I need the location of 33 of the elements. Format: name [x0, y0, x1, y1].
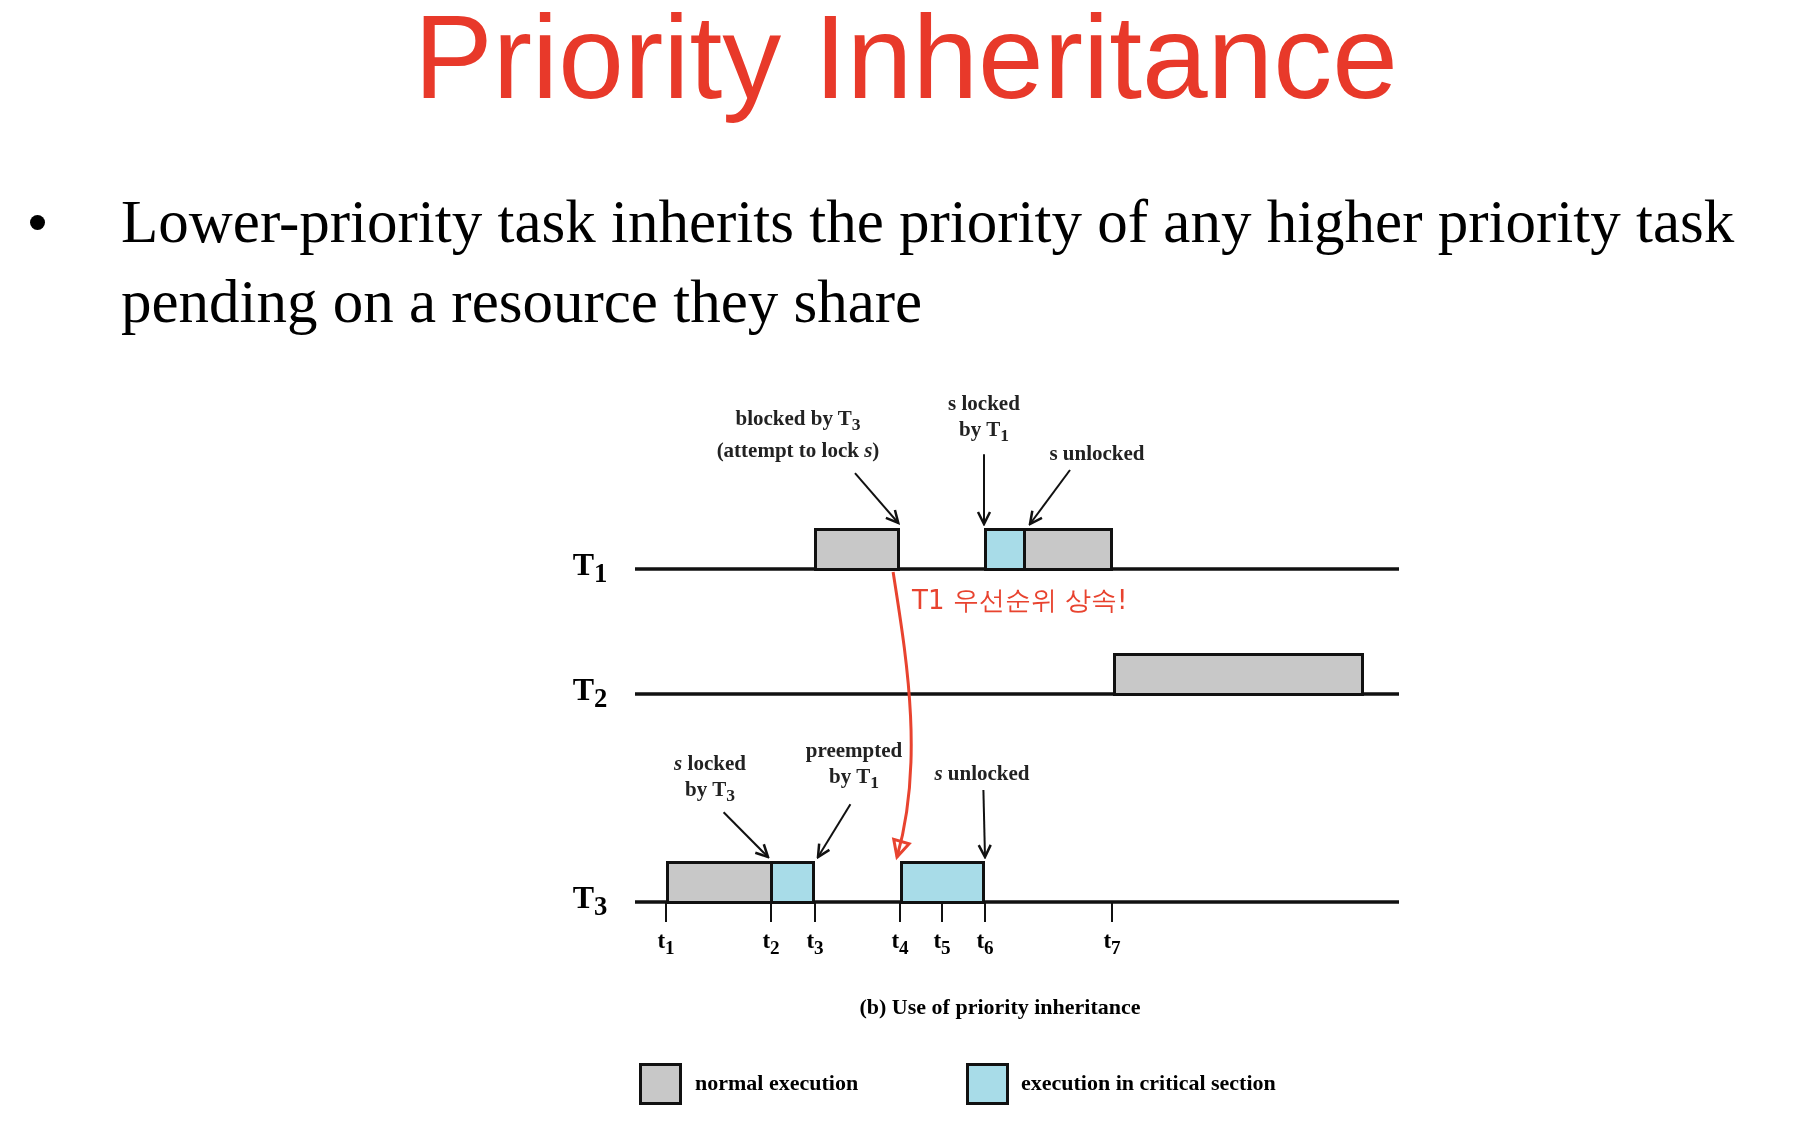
execution-bar — [814, 528, 900, 571]
critical-section-bar — [770, 861, 815, 904]
task-label: T$_{2}$ — [571, 672, 609, 716]
time-label: t$_{7}$ — [1102, 927, 1122, 960]
time-label: t$_{4}$ — [890, 927, 910, 960]
time-label: t$_{5}$ — [932, 927, 952, 960]
time-label: t$_{3}$ — [805, 927, 825, 960]
annotation-text: blocked by T$_{3}$ (attempt to lock s) — [698, 405, 898, 464]
legend-text: normal execution — [695, 1069, 859, 1097]
time-label: t$_{1}$ — [656, 927, 676, 960]
legend-text: execution in critical section — [1021, 1069, 1276, 1097]
critical-section-bar — [900, 861, 985, 904]
time-label: t$_{6}$ — [975, 927, 995, 960]
task-label: T$_{1}$ — [571, 547, 609, 591]
annotation-text: preempted by T$_{1}$ — [794, 737, 914, 796]
execution-bar — [1113, 653, 1364, 696]
title: Priority Inheritance — [413, 0, 1399, 122]
bullet-text: Lower-priority task inherits the priority of any higher priority task pending on a resource they share — [121, 187, 1736, 337]
leader-line — [816, 803, 852, 859]
critical-section-bar — [984, 528, 1026, 571]
leader-line — [722, 811, 770, 859]
leader-line — [977, 789, 992, 859]
time-label: t$_{2}$ — [761, 927, 781, 960]
task-label: T$_{3}$ — [571, 880, 609, 924]
arrow — [891, 571, 913, 859]
leader-line — [1028, 469, 1071, 526]
leader-line — [854, 472, 900, 525]
execution-bar — [1023, 528, 1113, 571]
caption: (b) Use of priority inheritance — [858, 993, 1142, 1021]
leader-line — [976, 453, 992, 526]
annotation-text: s unlocked — [912, 760, 1052, 786]
annotation-text: s locked by T$_{3}$ — [667, 750, 753, 809]
execution-bar — [666, 861, 773, 904]
